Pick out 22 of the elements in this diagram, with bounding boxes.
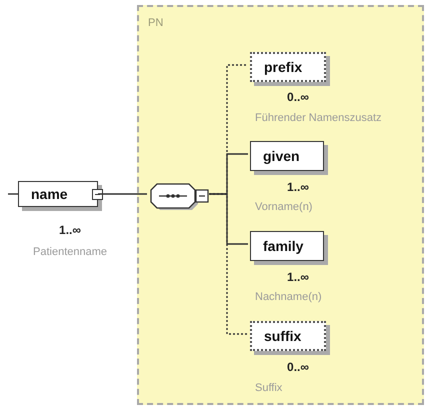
connector-line [209, 193, 248, 335]
annotation-text: Führender Namenszusatz [255, 111, 382, 126]
occurrence-label: 0..∞ [287, 359, 309, 376]
annotation-text: Patientenname [33, 245, 107, 260]
element-name: given [263, 149, 300, 163]
connector-line [8, 193, 18, 195]
occurrence-label: 1..∞ [59, 222, 81, 239]
group-title: PN [148, 16, 164, 31]
annotation-text: Vorname(n) [255, 200, 312, 215]
element-name: family [263, 239, 304, 253]
element-name: prefix [264, 60, 302, 74]
connector-line [209, 193, 248, 245]
group-frame [137, 5, 424, 405]
connector-line [98, 193, 147, 195]
occurrence-label: 0..∞ [287, 89, 309, 106]
element-name: name [31, 187, 68, 201]
annotation-text: Nachname(n) [255, 290, 322, 305]
element-name: suffix [264, 329, 302, 343]
occurrence-label: 1..∞ [287, 269, 309, 286]
occurrence-label: 1..∞ [287, 179, 309, 196]
sequence-compositor-icon [149, 183, 211, 209]
annotation-text: Suffix [255, 381, 282, 396]
